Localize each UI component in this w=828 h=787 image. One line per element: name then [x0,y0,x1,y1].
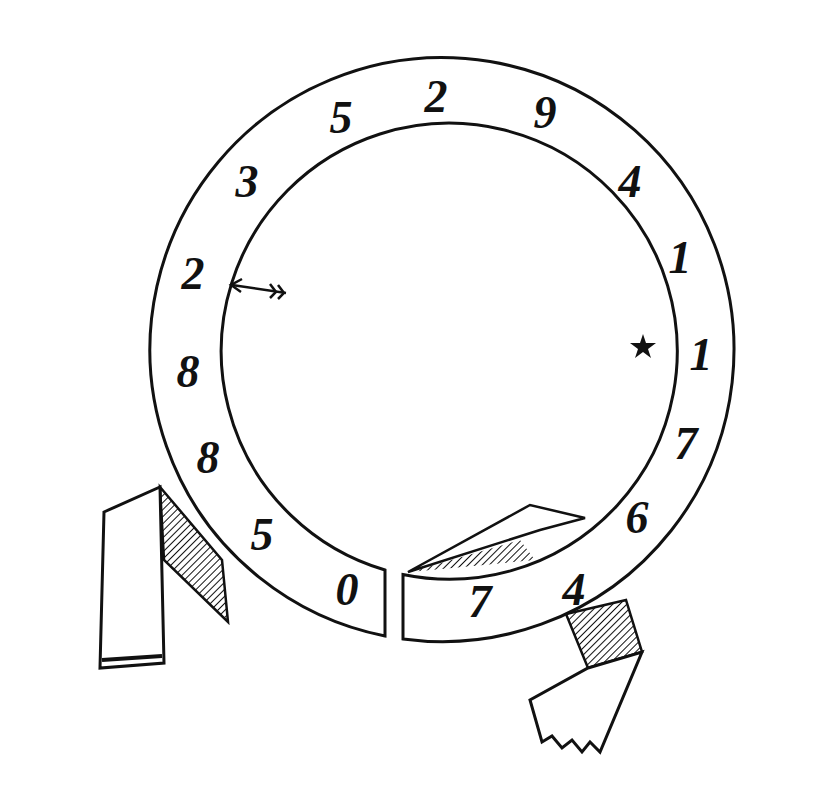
flap-edge [102,656,162,660]
ring-digit: 1 [669,235,692,281]
ring-digit: 6 [626,495,649,541]
ring-digit: 4 [619,159,642,205]
inner-fold [408,505,585,572]
ring-digit: 5 [330,95,353,141]
paper-ring [150,58,734,642]
right-flap [530,652,642,752]
fold-shade [410,540,535,572]
ring-digit: 2 [182,251,205,297]
ring-digit: 8 [197,435,220,481]
ring-digit: 0 [336,567,359,613]
left-flap [100,487,164,668]
ring-digit: 3 [236,159,259,205]
ring-digit: 7 [469,579,492,625]
ring-digit: 5 [251,512,274,558]
ring-digit: 8 [177,349,200,395]
pointer-arrow [231,279,286,299]
ring-digit: 1 [690,332,713,378]
ring-digit: 9 [534,90,557,136]
ring-digit: 4 [563,567,586,613]
ring-digit: 2 [425,74,448,120]
star-mark [630,334,656,358]
ring-digit: 7 [675,421,698,467]
